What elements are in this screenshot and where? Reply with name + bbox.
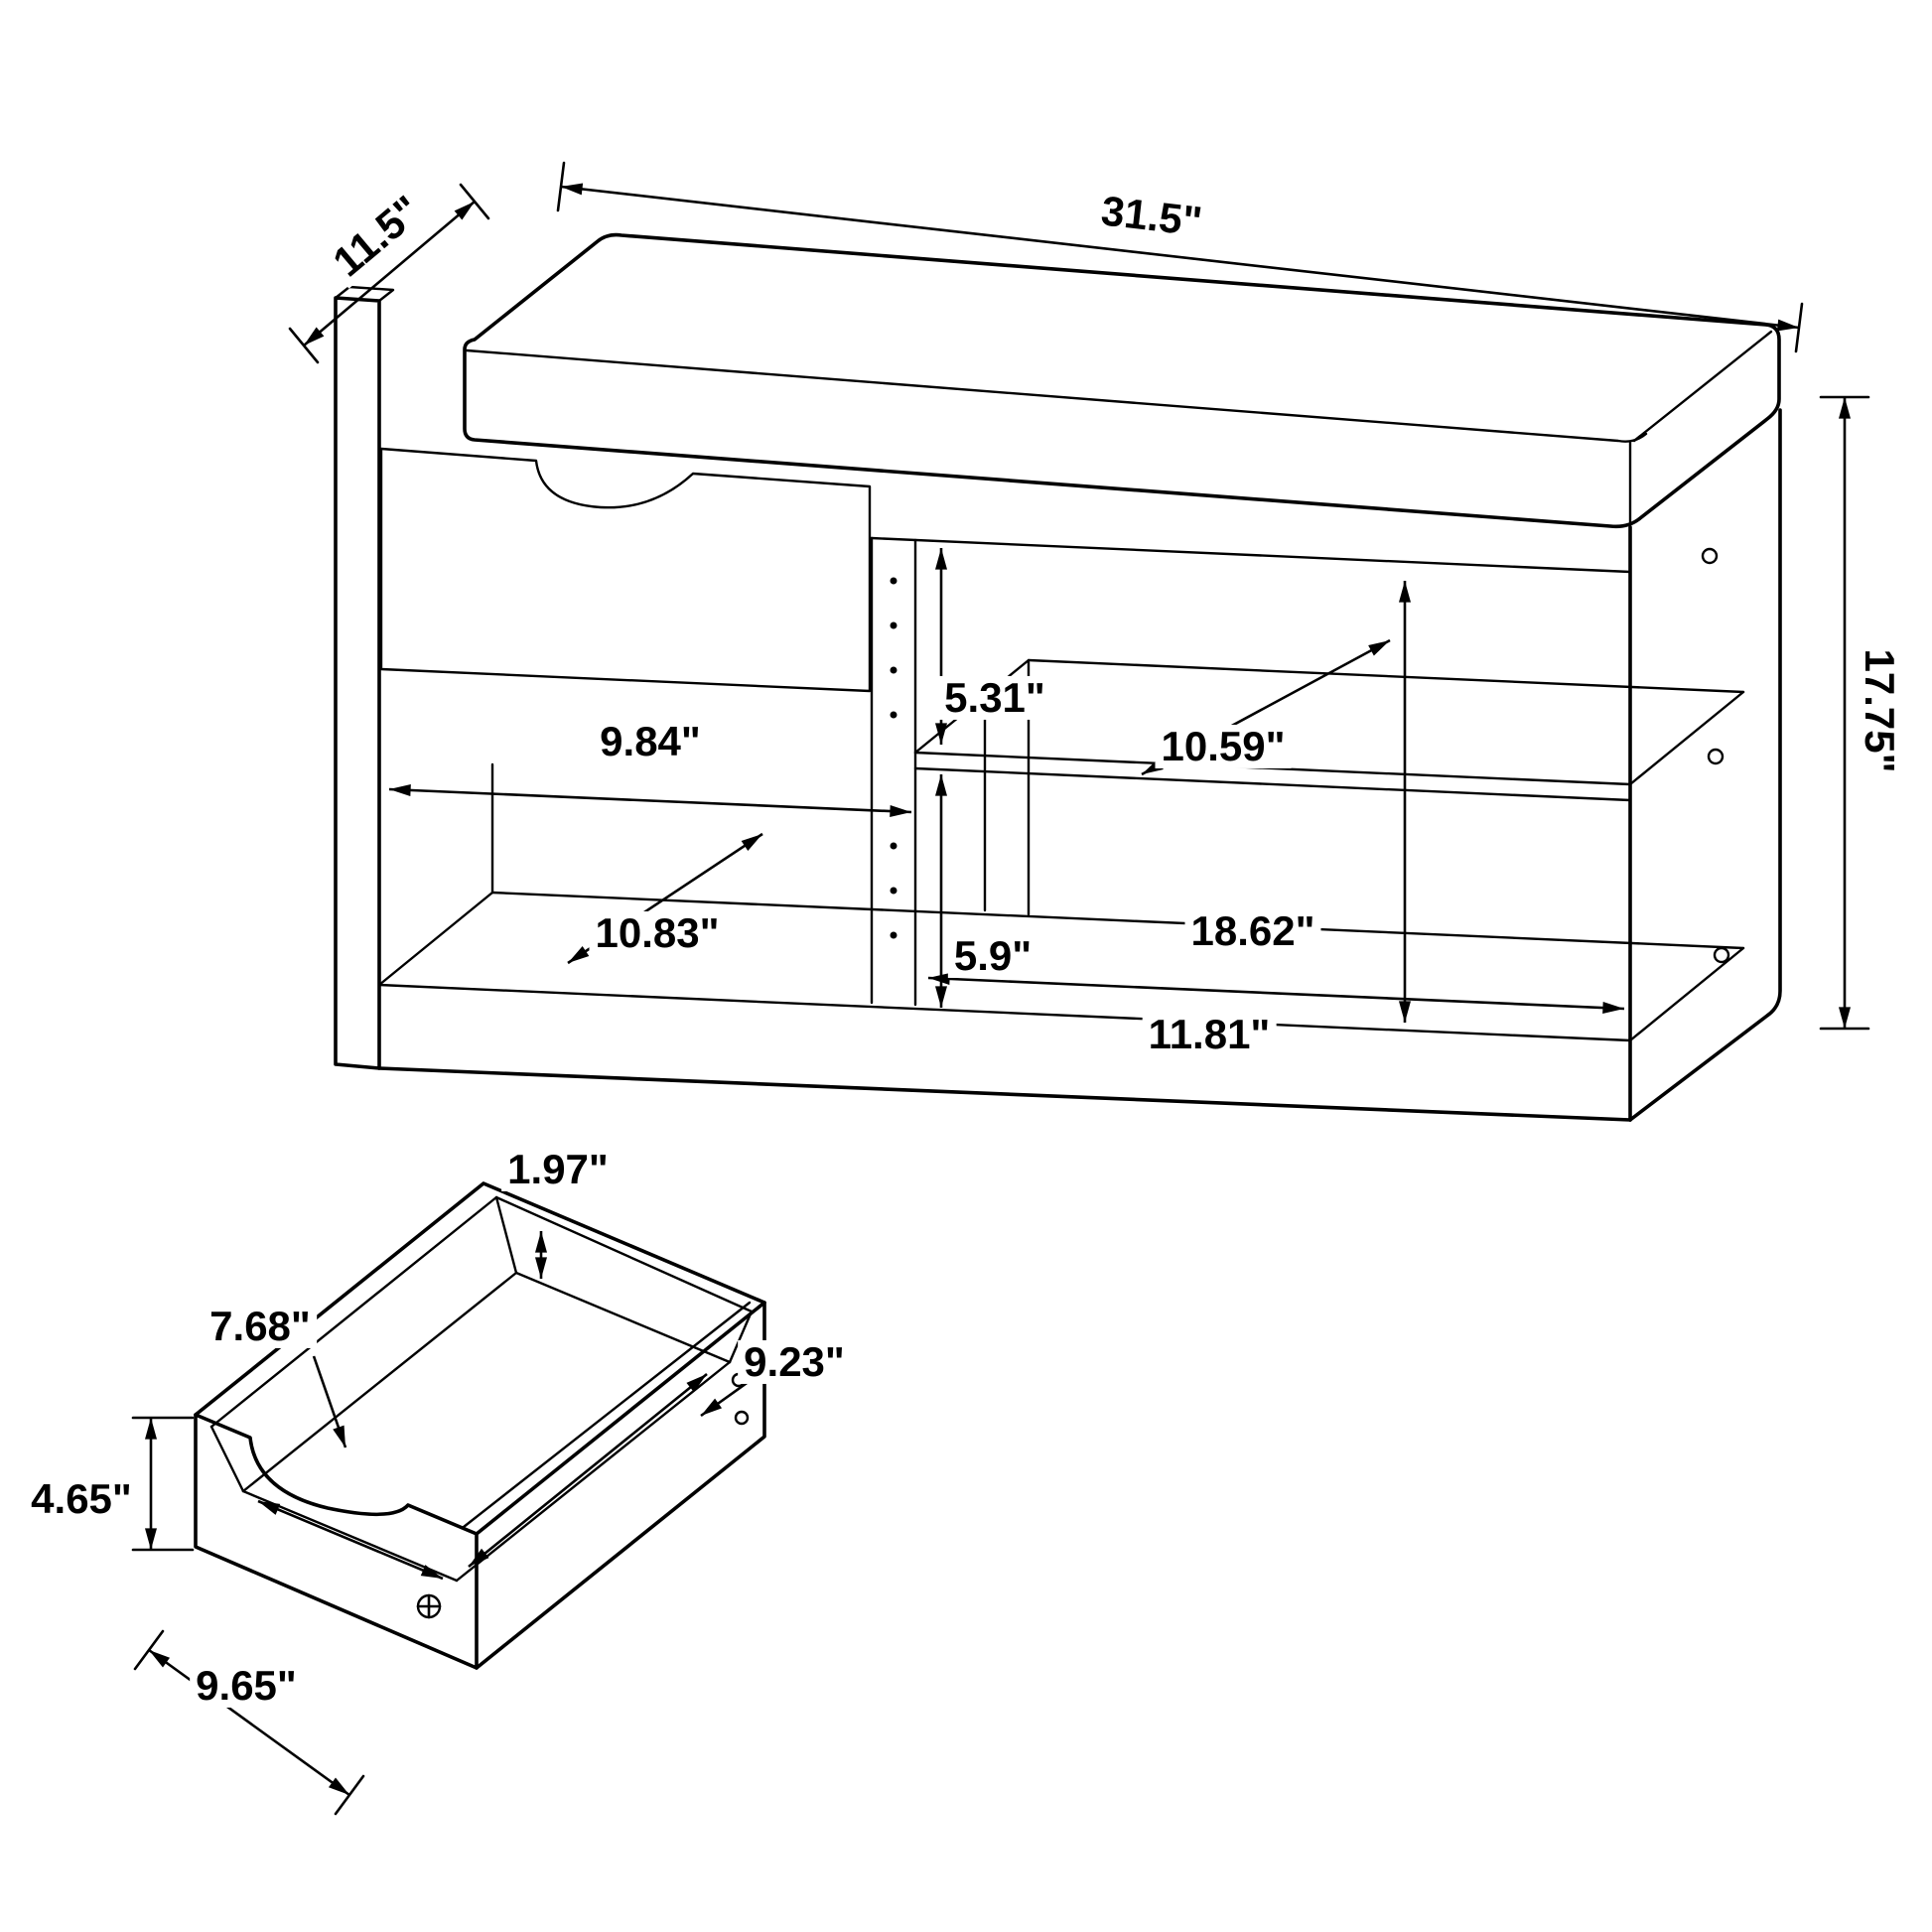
screw-hole bbox=[1707, 748, 1725, 765]
shelf-pin-hole bbox=[890, 711, 897, 719]
screw-hole bbox=[1701, 547, 1719, 565]
dim-drawer-back-height-label: 1.97" bbox=[501, 1147, 615, 1192]
dim-drawer-interior-depth-label: 9.23" bbox=[738, 1339, 851, 1385]
dim-left-cubby-width-label: 9.84" bbox=[594, 719, 707, 764]
bench-cushion bbox=[463, 232, 1781, 529]
dim-drawer-interior-width-label: 7.68" bbox=[204, 1304, 317, 1349]
dim-drawer-front-height-arrow bbox=[131, 1416, 195, 1552]
shelf-pin-hole bbox=[890, 621, 897, 629]
dim-drawer-width-arrow bbox=[133, 1629, 365, 1816]
dim-drawer-interior-width-arrow bbox=[257, 1355, 444, 1581]
shelf-pin-hole bbox=[890, 666, 897, 674]
bench-drawing bbox=[288, 161, 1870, 1122]
bench-body bbox=[377, 525, 1632, 1122]
dim-upper-cubby-height-label: 5.31" bbox=[938, 675, 1051, 721]
drawer-drawing bbox=[131, 1181, 766, 1816]
screw-hole bbox=[734, 1410, 750, 1426]
dim-drawer-front-height-label: 4.65" bbox=[25, 1476, 138, 1522]
shelf-pin-hole bbox=[890, 931, 897, 939]
dim-lower-cubby-height-label: 5.9" bbox=[947, 933, 1038, 979]
bench-center-divider bbox=[870, 536, 1632, 1007]
dim-bench-height-label: 17.75" bbox=[1857, 642, 1903, 779]
bench-drawer-front bbox=[379, 447, 872, 693]
screw-hole bbox=[1713, 946, 1730, 964]
dim-bench-width-arrow bbox=[556, 161, 1804, 353]
dim-right-cubby-width-arrow bbox=[927, 972, 1625, 1015]
dim-right-interior-height-label: 11.81" bbox=[1142, 1012, 1277, 1057]
shelf-pin-hole bbox=[890, 842, 897, 850]
drawer-front-panel bbox=[194, 1413, 479, 1670]
drawer-rim-and-interior bbox=[194, 1181, 766, 1583]
dim-bench-depth-arrow bbox=[288, 183, 490, 364]
shelf-pin-hole bbox=[890, 577, 897, 585]
dim-left-cubby-width-arrow bbox=[388, 783, 912, 818]
bench-left-side-panel bbox=[334, 285, 395, 1070]
dim-drawer-width-label: 9.65" bbox=[190, 1663, 303, 1709]
dim-shelf-depth-label: 10.59" bbox=[1155, 724, 1292, 769]
dim-right-cubby-width-label: 18.62" bbox=[1184, 908, 1321, 954]
shelf-pin-hole bbox=[890, 887, 897, 895]
dim-lower-cubby-depth-label: 10.83" bbox=[589, 910, 726, 956]
dim-bench-height-arrow bbox=[1819, 395, 1870, 1031]
